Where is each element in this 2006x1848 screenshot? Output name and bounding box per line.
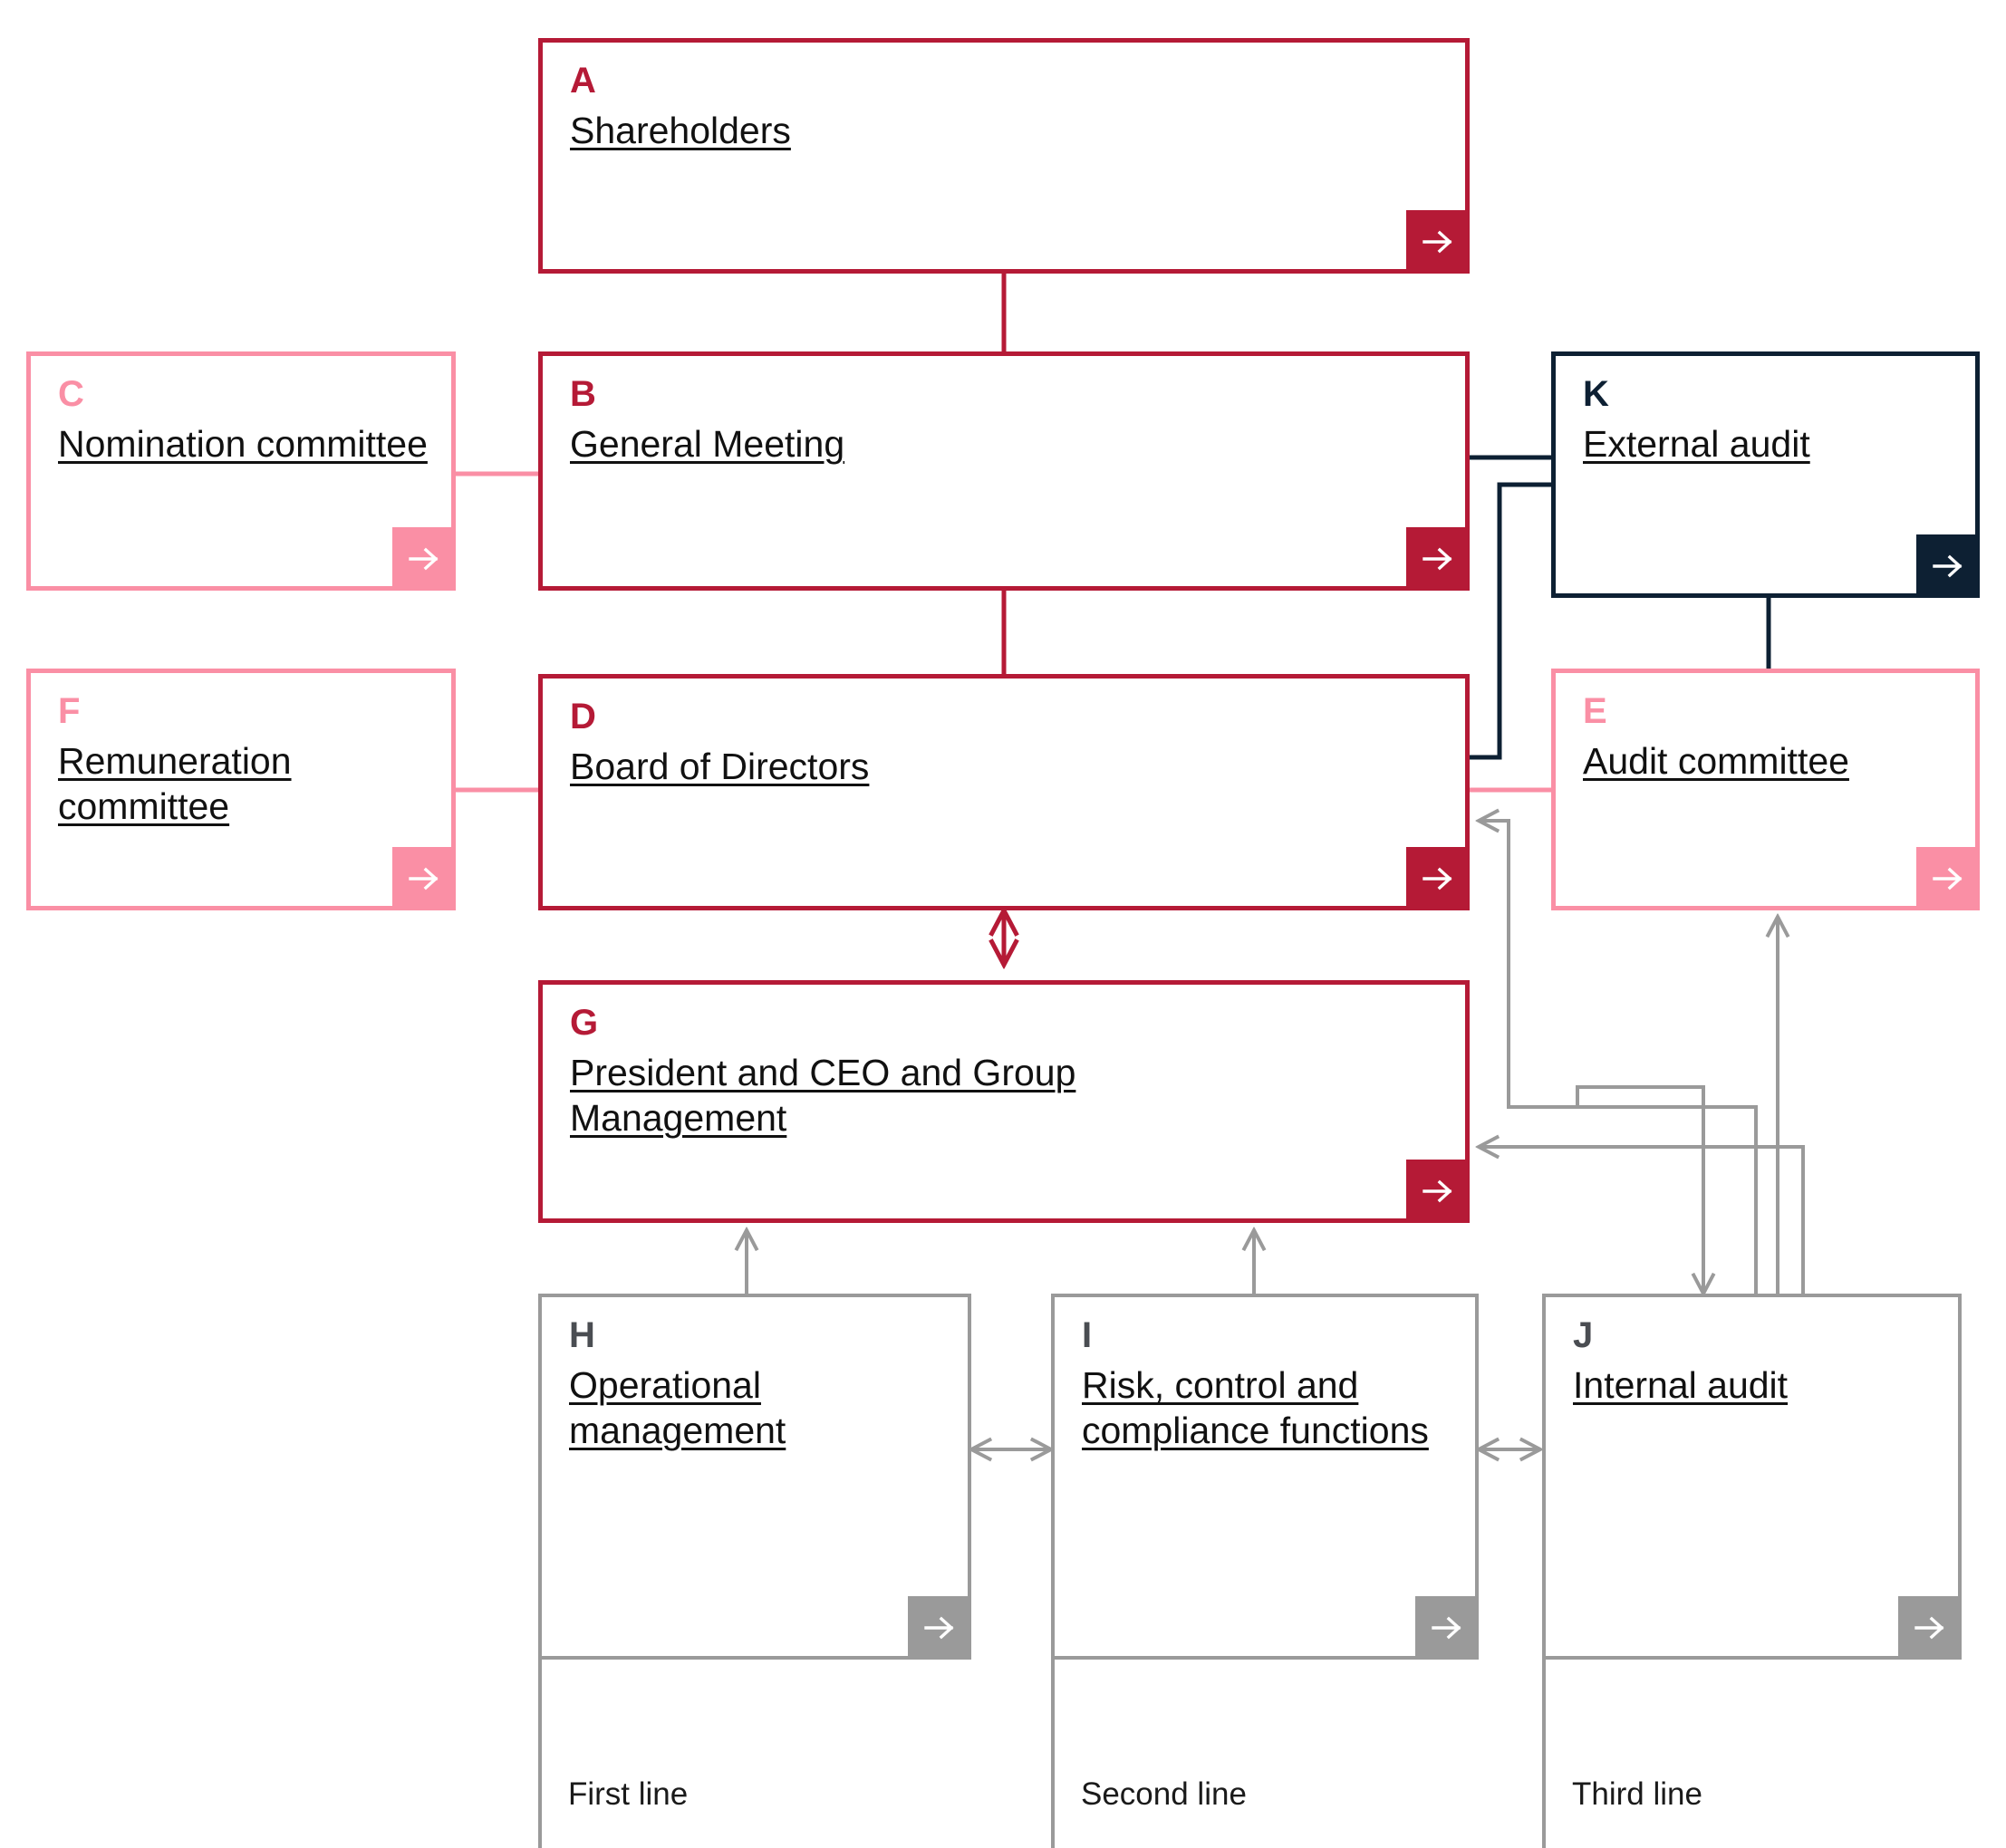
first-line-caption: First line [568,1776,689,1812]
first-line-stem [538,1660,542,1848]
node-h-operational-management[interactable]: H Operational management [538,1294,971,1660]
node-c-nomination-committee[interactable]: C Nomination committee [26,351,456,591]
node-h-letter: H [569,1315,596,1355]
arrow-right-icon[interactable] [1916,847,1980,910]
third-line-stem [1542,1660,1546,1848]
arrow-right-icon[interactable] [1406,527,1470,591]
node-d-title: Board of Directors [570,746,870,787]
node-j-internal-audit[interactable]: J Internal audit [1542,1294,1962,1660]
node-d-letter: D [570,697,597,736]
node-a-letter: A [570,61,597,101]
node-j-letter: J [1573,1315,1594,1355]
arrow-right-icon[interactable] [908,1596,971,1660]
wire-k-to-d [1470,482,1551,760]
node-d-board-of-directors[interactable]: D Board of Directors [538,674,1470,910]
arrow-right-icon[interactable] [392,527,456,591]
node-k-letter: K [1583,374,1610,414]
node-k-title: External audit [1583,423,1810,465]
node-f-letter: F [58,691,81,731]
node-b-letter: B [570,374,597,414]
node-b-title: General Meeting [570,423,845,465]
node-g-president-ceo-group-management[interactable]: G President and CEO and Group Management [538,980,1470,1223]
node-c-letter: C [58,374,85,414]
arrow-right-icon[interactable] [1406,1160,1470,1223]
node-f-title: Remuneration committee [58,740,292,828]
node-h-title: Operational management [569,1364,786,1452]
node-a-title: Shareholders [570,110,791,151]
arrow-right-icon[interactable] [1406,847,1470,910]
node-g-title: President and CEO and Group Management [570,1052,1076,1140]
third-line-caption: Third line [1572,1776,1702,1812]
node-i-title: Risk, control and compliance functions [1082,1364,1429,1452]
node-a-shareholders[interactable]: A Shareholders [538,38,1470,274]
arrow-right-icon[interactable] [392,847,456,910]
node-g-letter: G [570,1003,599,1043]
node-e-audit-committee[interactable]: E Audit committee [1551,669,1980,910]
node-f-remuneration-committee[interactable]: F Remuneration committee [26,669,456,910]
node-b-general-meeting[interactable]: B General Meeting [538,351,1470,591]
wire-j-to-g [1479,1147,1805,1294]
node-e-letter: E [1583,691,1607,731]
node-j-title: Internal audit [1573,1364,1789,1406]
node-k-external-audit[interactable]: K External audit [1551,351,1980,598]
node-i-letter: I [1082,1315,1093,1355]
arrow-right-icon[interactable] [1916,534,1980,598]
arrow-right-icon[interactable] [1406,210,1470,274]
arrow-right-icon[interactable] [1415,1596,1479,1660]
wire-e-to-j [1576,1085,1703,1294]
second-line-stem [1051,1660,1055,1848]
node-i-risk-control-compliance[interactable]: I Risk, control and compliance functions [1051,1294,1479,1660]
node-e-title: Audit committee [1583,740,1849,782]
second-line-caption: Second line [1081,1776,1247,1812]
node-c-title: Nomination committee [58,423,428,465]
arrow-right-icon[interactable] [1898,1596,1962,1660]
